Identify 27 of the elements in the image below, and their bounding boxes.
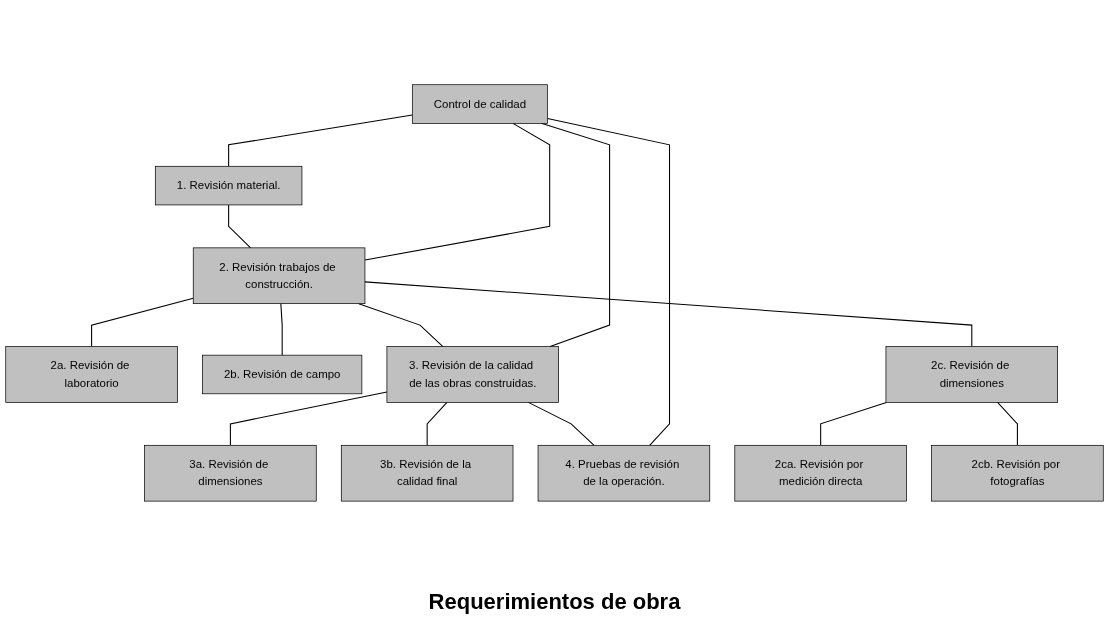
- node-box: 3. Revisión de la calidad de las obras construidas.: [386, 345, 559, 403]
- connector: [91, 297, 194, 347]
- connector: [820, 401, 887, 446]
- connector: [540, 122, 611, 347]
- connector: [228, 114, 413, 167]
- node-box: 2b. Revisión de campo: [202, 354, 363, 394]
- connector: [229, 391, 388, 446]
- connector: [997, 401, 1018, 446]
- node-box: 3b. Revisión de la calidad final: [340, 444, 514, 502]
- diagram-caption: Requerimientos de obra: [428, 589, 681, 615]
- connector: [228, 203, 252, 248]
- connector: [364, 280, 973, 347]
- node-box: 2. Revisión trabajos de construcción.: [192, 247, 366, 304]
- connector: [358, 302, 444, 347]
- node-box: 2cb. Revisión por fotografías: [931, 444, 1104, 502]
- connector: [527, 401, 595, 446]
- node-box: 2a. Revisión de laboratorio: [5, 345, 178, 403]
- node-box: Control de calidad: [411, 83, 548, 124]
- connector: [364, 122, 551, 261]
- node-box: 2c. Revisión de dimensiones: [885, 345, 1058, 403]
- node-box: 1. Revisión material.: [154, 165, 303, 205]
- node-box: 4. Pruebas de revisión de la operación.: [537, 444, 711, 502]
- node-box: 2ca. Revisión por medición directa: [734, 444, 907, 502]
- connector: [280, 302, 283, 356]
- node-box: 3a. Revisión de dimensiones: [144, 444, 317, 502]
- connector: [547, 117, 671, 446]
- connector: [426, 401, 448, 446]
